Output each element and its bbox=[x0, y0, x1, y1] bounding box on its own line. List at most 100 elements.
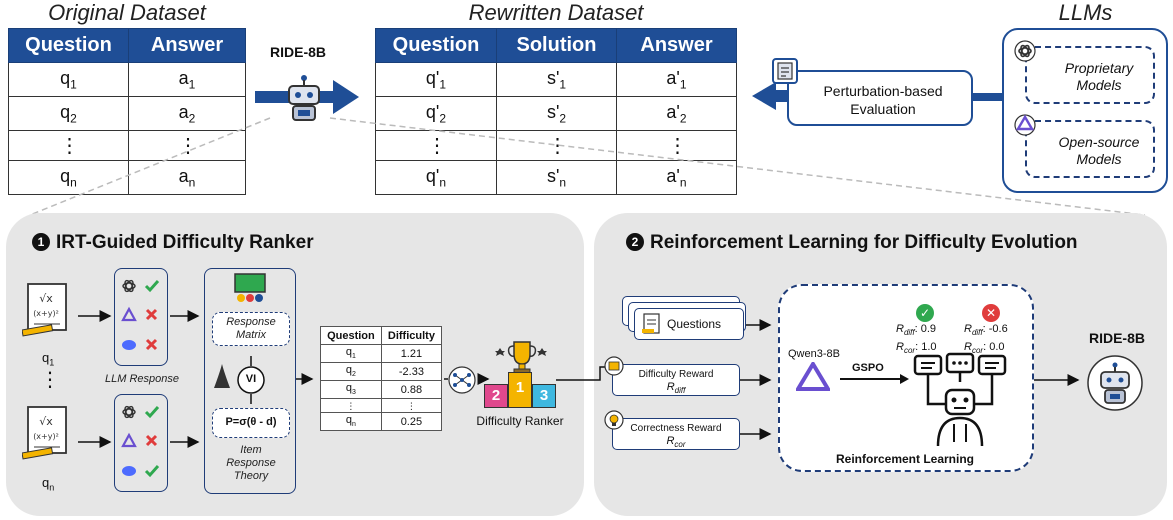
right-score: Rdiff: -0.6 Rcor: 0.0 bbox=[964, 322, 1008, 358]
table-cell: 0.25 bbox=[380, 412, 443, 431]
table-ellipsis: ⋮ bbox=[128, 130, 246, 161]
openai-icon bbox=[1014, 40, 1036, 62]
podium-first: 1 bbox=[508, 372, 532, 408]
teacher-icon bbox=[234, 273, 266, 302]
qwen-icon bbox=[1014, 114, 1036, 136]
table-ellipsis: ⋮ bbox=[8, 130, 129, 161]
difficulty-reward-symbol: Rdiff bbox=[666, 381, 686, 396]
table-cell: q1 bbox=[8, 62, 129, 97]
check-icon bbox=[144, 280, 160, 293]
formula-label: P=σ(θ - d) bbox=[225, 416, 277, 428]
output-model-label: RIDE-8B bbox=[1088, 330, 1145, 346]
formula-box bbox=[212, 408, 290, 438]
robot-icon bbox=[288, 75, 320, 121]
right-r-diff: Rdiff: -0.6 bbox=[964, 323, 1008, 338]
questions-label: Questions bbox=[667, 317, 722, 331]
irt-label: Item Response Theory bbox=[226, 444, 276, 482]
check-icon bbox=[144, 406, 160, 419]
svg-text:(x+y)²: (x+y)² bbox=[33, 432, 59, 441]
zoom-lines bbox=[29, 117, 1146, 216]
network-icon bbox=[448, 366, 476, 394]
podium-second: 2 bbox=[484, 384, 508, 408]
proprietary-label: Proprietary Models bbox=[1064, 60, 1134, 93]
reward-icon bbox=[604, 356, 624, 376]
table-cell: q'1 bbox=[375, 62, 497, 97]
response-icons bbox=[121, 279, 160, 478]
deepseek-icon bbox=[122, 466, 136, 476]
table-ellipsis: ⋮ bbox=[616, 130, 737, 161]
table-cell: an bbox=[128, 160, 246, 195]
ride-model-label: RIDE-8B bbox=[270, 44, 327, 60]
question-doc-icon: √x (x+y)² bbox=[22, 283, 67, 337]
distribution-icon bbox=[214, 364, 230, 388]
qwen-icon bbox=[121, 306, 137, 322]
question-doc-icon: √x (x+y)² bbox=[22, 406, 67, 460]
correctness-reward-card: Correctness Reward Rcor bbox=[612, 418, 740, 450]
panel1-title: 1 IRT-Guided Difficulty Ranker bbox=[32, 232, 314, 254]
cross-icon: ✕ bbox=[982, 304, 1000, 322]
col-header: Answer bbox=[616, 28, 737, 63]
deepseek-icon bbox=[122, 340, 136, 350]
robot-icon bbox=[1087, 355, 1143, 411]
podium-third: 3 bbox=[532, 384, 556, 408]
cross-icon bbox=[145, 338, 158, 351]
rewritten-dataset-table: Question Solution Answer q'1 s'1 a'1 q'2… bbox=[375, 28, 737, 195]
correctness-reward-symbol: Rcor bbox=[666, 435, 686, 450]
panel2-title-text: Reinforcement Learning for Difficulty Ev… bbox=[650, 232, 1078, 253]
table-cell: a2 bbox=[128, 96, 246, 131]
perturbation-label: Perturbation-based Evaluation bbox=[823, 83, 943, 117]
opensource-label: Open-source Models bbox=[1058, 134, 1140, 167]
rl-label: Reinforcement Learning bbox=[835, 452, 975, 466]
agent-robot-icon bbox=[913, 352, 1007, 447]
cross-icon bbox=[145, 434, 158, 447]
vi-node bbox=[214, 356, 265, 404]
response-matrix-box bbox=[212, 312, 290, 346]
question-label: q1 bbox=[42, 350, 55, 368]
qwen-icon bbox=[121, 432, 137, 448]
response-matrix-label: Response Matrix bbox=[226, 316, 276, 341]
difficulty-reward-label: Difficulty Reward bbox=[638, 369, 714, 380]
table-cell: -2.33 bbox=[380, 362, 443, 381]
right-r-cor: Rcor: 0.0 bbox=[964, 341, 1005, 356]
gspo-arrow bbox=[840, 374, 909, 384]
table-cell: q'n bbox=[375, 160, 497, 195]
cross-icon bbox=[145, 308, 158, 321]
question-label: qn bbox=[42, 475, 55, 493]
evaluation-icon bbox=[772, 58, 798, 84]
qwen-label: Qwen3-8B bbox=[788, 348, 840, 360]
qwen-icon bbox=[796, 362, 830, 391]
llms-title: LLMs bbox=[1058, 0, 1113, 25]
table-cell: a'1 bbox=[616, 62, 737, 97]
col-header: Solution bbox=[496, 28, 617, 63]
lightbulb-icon bbox=[604, 410, 624, 430]
check-icon: ✓ bbox=[916, 304, 934, 322]
rewritten-dataset-title: Rewritten Dataset bbox=[468, 0, 644, 25]
svg-text:√x: √x bbox=[39, 415, 53, 428]
table-cell: s'2 bbox=[496, 96, 617, 131]
table-cell: s'1 bbox=[496, 62, 617, 97]
difficulty-reward-card: Difficulty Reward Rdiff bbox=[612, 364, 740, 396]
connector-line bbox=[972, 93, 1006, 101]
vi-label: VI bbox=[245, 373, 257, 385]
opensource-models-box: Open-source Models bbox=[1025, 120, 1155, 178]
panel1-title-text: IRT-Guided Difficulty Ranker bbox=[56, 232, 314, 253]
panel1-number: 1 bbox=[32, 233, 50, 251]
svg-text:(x+y)²: (x+y)² bbox=[33, 309, 59, 318]
llm-response-box bbox=[114, 268, 168, 366]
left-r-cor: Rcor: 1.0 bbox=[896, 341, 937, 356]
difficulty-ranker-label: Difficulty Ranker bbox=[476, 414, 564, 428]
proprietary-models-box: Proprietary Models bbox=[1025, 46, 1155, 104]
col-header: Question bbox=[375, 28, 497, 63]
original-dataset-title: Original Dataset bbox=[48, 0, 206, 25]
svg-text:√x: √x bbox=[39, 292, 53, 305]
question-doc-icon bbox=[642, 313, 660, 334]
correctness-reward-label: Correctness Reward bbox=[630, 423, 722, 434]
check-icon bbox=[144, 465, 160, 478]
table-cell: a'n bbox=[616, 160, 737, 195]
openai-icon bbox=[122, 405, 136, 419]
left-score: Rdiff: 0.9 Rcor: 1.0 bbox=[896, 322, 937, 358]
gspo-label: GSPO bbox=[852, 362, 884, 374]
